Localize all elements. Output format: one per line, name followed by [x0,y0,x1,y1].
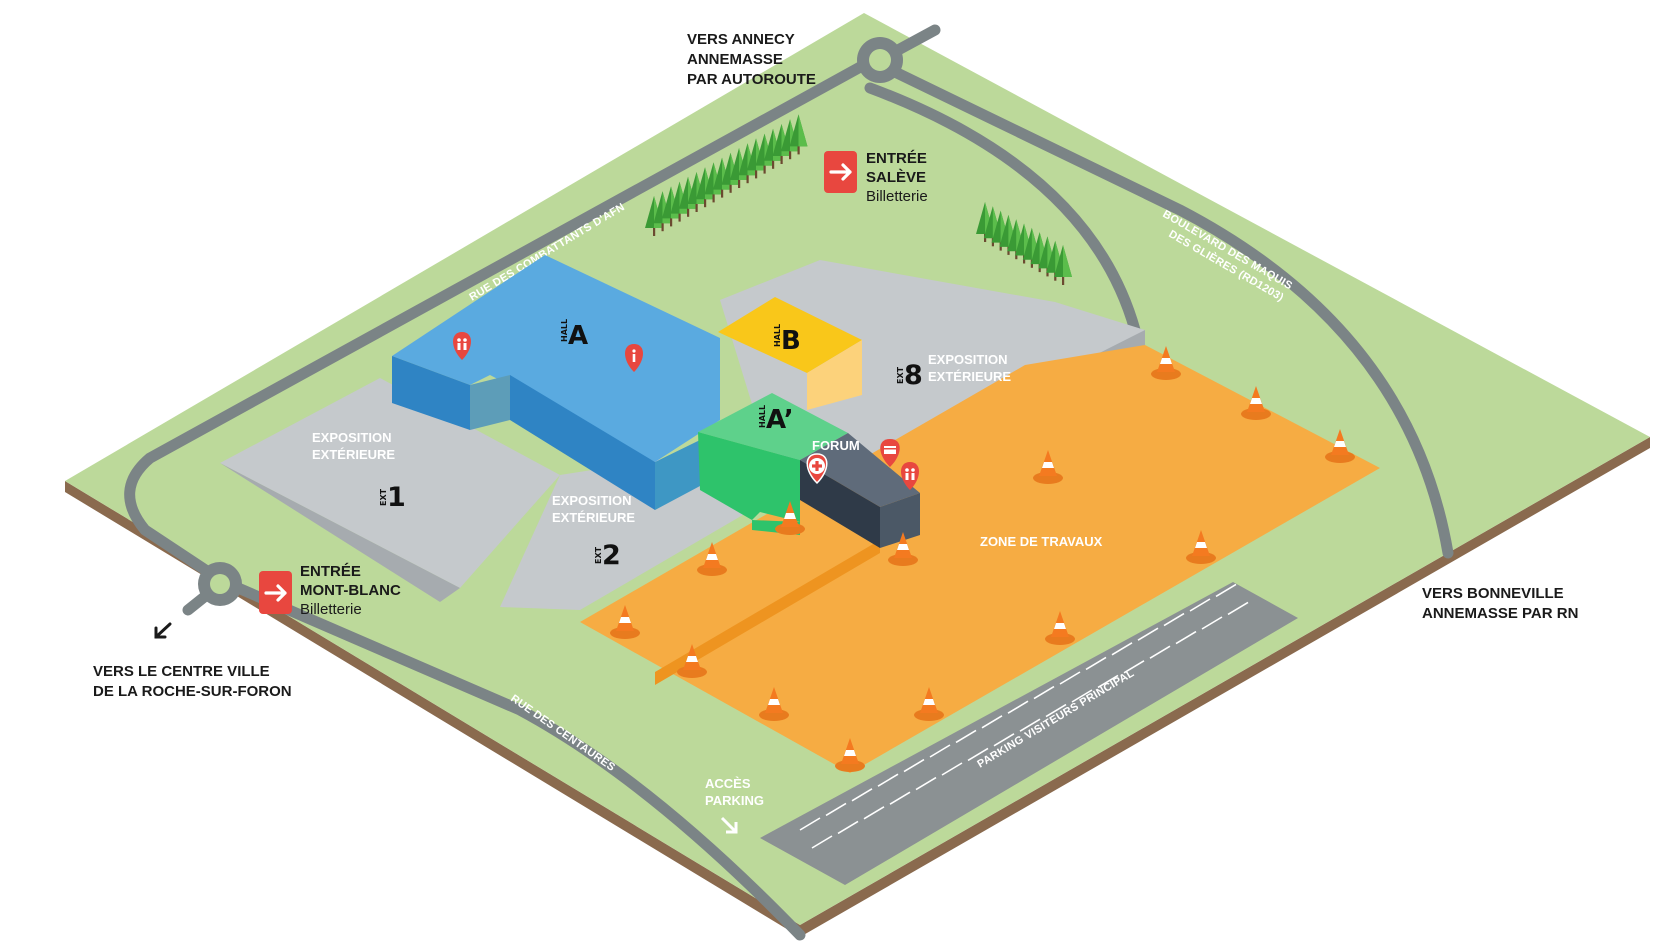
ext8-number: 8 [904,360,923,391]
roundabout-west [198,562,242,606]
ext8-label-line2: EXTÉRIEURE [928,369,1011,384]
info-icon[interactable] [625,344,643,372]
ext2-prefix: EXT [594,546,603,564]
tree-row-north [645,114,808,236]
ext2-number: 2 [602,540,621,571]
works-zone-label: ZONE DE TRAVAUX [980,534,1103,549]
first-aid-icon[interactable] [806,453,828,485]
entree-saleve-line3: Billetterie [866,188,928,205]
ext1-label-line2: EXTÉRIEURE [312,447,395,462]
hall-a-prefix: HALL [560,319,569,342]
road-combattants [124,54,879,941]
road-maquis [889,66,1454,559]
entree-mont-blanc-line3: Billetterie [300,601,362,618]
traffic-cones [610,346,1355,772]
arrow-down-left-icon [154,622,172,639]
road-inner-loop [864,82,1141,336]
entree-mont-blanc-sign[interactable] [259,571,292,614]
ext1-number: 1 [387,482,406,513]
parking-access-line2: PARKING [705,793,764,808]
ext1-prefix: EXT [379,488,388,506]
traffic-cone-icon [1325,429,1355,463]
parking-access-arrow-icon [720,816,738,834]
works-zone [580,345,1380,773]
arrow-right-icon [264,584,287,602]
ext8-label-line1: EXPOSITION [928,352,1007,367]
entree-mont-blanc-line1: ENTRÉE [300,563,361,580]
traffic-cone-icon [610,605,640,639]
hall-b-label: B [781,326,801,356]
restroom-icon[interactable] [453,332,471,360]
roundabout-north [857,37,903,83]
dest-bonneville-line1: VERS BONNEVILLE [1422,585,1564,602]
hall-b-prefix: HALL [773,324,782,347]
ext2-label-line2: EXTÉRIEURE [552,510,635,525]
entree-saleve-line2: SALÈVE [866,169,926,186]
dest-bonneville-line2: ANNEMASSE PAR RN [1422,605,1578,622]
traffic-cone-icon [677,644,707,678]
traffic-cone-icon [775,501,805,535]
entree-saleve-line1: ENTRÉE [866,150,927,167]
dest-annecy-line1: VERS ANNECY [687,31,795,48]
traffic-cone-icon [1241,386,1271,420]
traffic-cone-icon [759,687,789,721]
parking-area [760,582,1298,885]
tree-icon [1054,245,1072,285]
dest-roche-line1: VERS LE CENTRE VILLE [93,663,270,680]
tree-icon [789,114,808,155]
forum-building [800,433,920,548]
hall-b [718,297,862,410]
tree-row-east [976,202,1072,285]
traffic-cone-icon [835,738,865,772]
parking-access-line1: ACCÈS [705,776,751,791]
dest-annecy-line2: ANNEMASSE [687,51,783,68]
hall-a-prime-prefix: HALL [758,405,767,428]
ext8-prefix: EXT [896,366,905,384]
entree-saleve-sign[interactable] [824,151,857,193]
traffic-cone-icon [697,542,727,576]
ext2-label-line1: EXPOSITION [552,493,631,508]
traffic-cone-icon [1033,450,1063,484]
traffic-cone-icon [888,532,918,566]
hall-a-label: A [568,321,588,351]
traffic-cone-icon [1045,611,1075,645]
traffic-cone-icon [1151,346,1181,380]
atm-icon[interactable] [880,439,900,467]
dest-roche-line2: DE LA ROCHE-SUR-FORON [93,683,292,700]
entree-mont-blanc-line2: MONT-BLANC [300,582,401,599]
traffic-cone-icon [1186,530,1216,564]
traffic-cone-icon [914,687,944,721]
hall-a [392,255,720,510]
restroom-icon[interactable] [901,462,919,490]
dest-annecy-line3: PAR AUTOROUTE [687,71,816,88]
hall-a-prime-label: A’ [766,405,794,435]
ext1-label-line1: EXPOSITION [312,430,391,445]
arrow-right-icon [829,163,852,181]
forum-label: FORUM [812,438,860,453]
